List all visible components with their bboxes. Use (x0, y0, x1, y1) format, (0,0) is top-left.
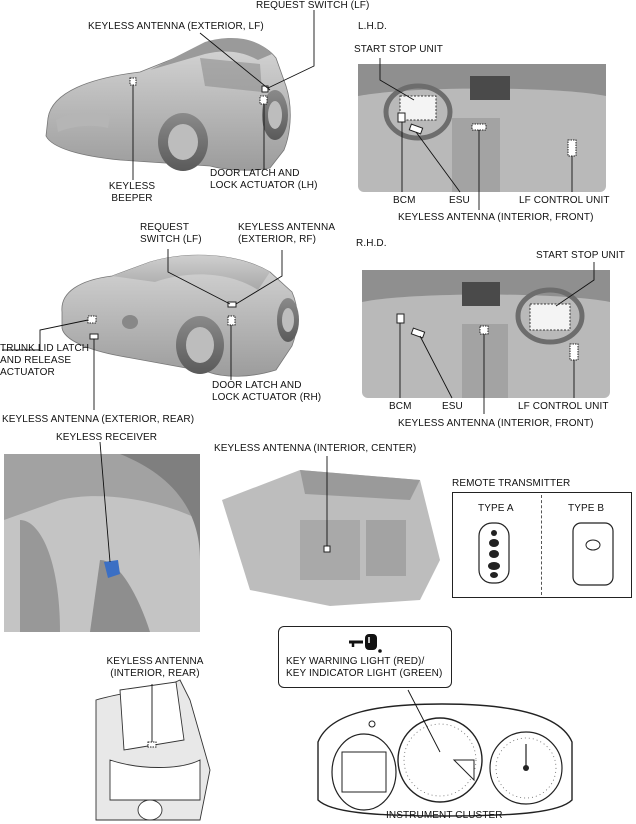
label-keyless-receiver: KEYLESS RECEIVER (56, 432, 158, 443)
label-keyless-antenna-int-center: KEYLESS ANTENNA (INTERIOR, CENTER) (214, 443, 417, 454)
label-bcm-rhd: BCM (389, 401, 412, 412)
vehicle-rear-rh-illustration (61, 254, 299, 377)
instrument-cluster-illustration (317, 703, 573, 817)
label-keyless-beeper: KEYLESS BEEPER (108, 181, 156, 204)
label-type-b: TYPE B (568, 503, 605, 514)
leader-lines-rhd (399, 262, 595, 414)
label-keyless-antenna-int-rear: KEYLESS ANTENNA (INTERIOR, REAR) (106, 656, 204, 679)
label-instrument-cluster: INSTRUMENT CLUSTER (386, 810, 503, 821)
label-keyless-antenna-exterior-lf: KEYLESS ANTENNA (EXTERIOR, LF) (88, 21, 264, 32)
remote-transmitter-panel (452, 492, 632, 598)
leader-lines-car1 (132, 10, 315, 180)
key-warning-light-callout (278, 626, 452, 688)
label-esu-lhd: ESU (449, 195, 470, 206)
label-key-warning-light: KEY WARNING LIGHT (RED)/ KEY INDICATOR L… (286, 656, 443, 679)
lhd-interior-illustration (358, 64, 606, 192)
label-start-stop-unit-lhd: START STOP UNIT (354, 44, 443, 55)
label-lf-control-unit-lhd: LF CONTROL UNIT (519, 195, 610, 206)
label-door-latch-lh: DOOR LATCH AND LOCK ACTUATOR (LH) (210, 168, 318, 191)
label-start-stop-unit-rhd: START STOP UNIT (536, 250, 625, 261)
keyless-receiver-illustration (4, 454, 200, 632)
leader-lines-lhd (379, 58, 573, 210)
key-fob-type-a-icon (478, 522, 510, 584)
key-fobs (478, 522, 614, 586)
label-rhd: R.H.D. (356, 238, 387, 249)
leader-lines-car2 (2, 249, 283, 410)
label-type-a: TYPE A (478, 503, 514, 514)
key-fob-type-b-icon (572, 522, 614, 586)
interior-center-illustration (222, 470, 440, 606)
label-request-switch-lf-top: REQUEST SWITCH (LF) (256, 0, 370, 11)
label-request-switch-lf: REQUEST SWITCH (LF) (140, 222, 202, 245)
label-trunk-lid-latch: TRUNK LID LATCH AND RELEASE ACTUATOR (0, 343, 90, 378)
label-keyless-antenna-exterior-rf: KEYLESS ANTENNA (EXTERIOR, RF) (238, 222, 336, 245)
label-esu-rhd: ESU (442, 401, 463, 412)
label-door-latch-rh: DOOR LATCH AND LOCK ACTUATOR (RH) (212, 380, 322, 403)
trunk-interior-illustration (95, 679, 211, 821)
label-lhd: L.H.D. (358, 21, 387, 32)
type-divider (541, 495, 542, 595)
label-keyless-antenna-ext-rear: KEYLESS ANTENNA (EXTERIOR, REAR) (2, 414, 195, 425)
label-lf-control-unit-rhd: LF CONTROL UNIT (518, 401, 609, 412)
key-warning-icon (349, 634, 382, 653)
rhd-interior-illustration (362, 270, 610, 398)
label-keyless-antenna-int-front-rhd: KEYLESS ANTENNA (INTERIOR, FRONT) (398, 418, 594, 429)
vehicle-front-lh-illustration (45, 38, 291, 171)
label-remote-transmitter: REMOTE TRANSMITTER (452, 478, 571, 489)
label-keyless-antenna-int-front-lhd: KEYLESS ANTENNA (INTERIOR, FRONT) (398, 212, 594, 223)
label-bcm-lhd: BCM (393, 195, 416, 206)
